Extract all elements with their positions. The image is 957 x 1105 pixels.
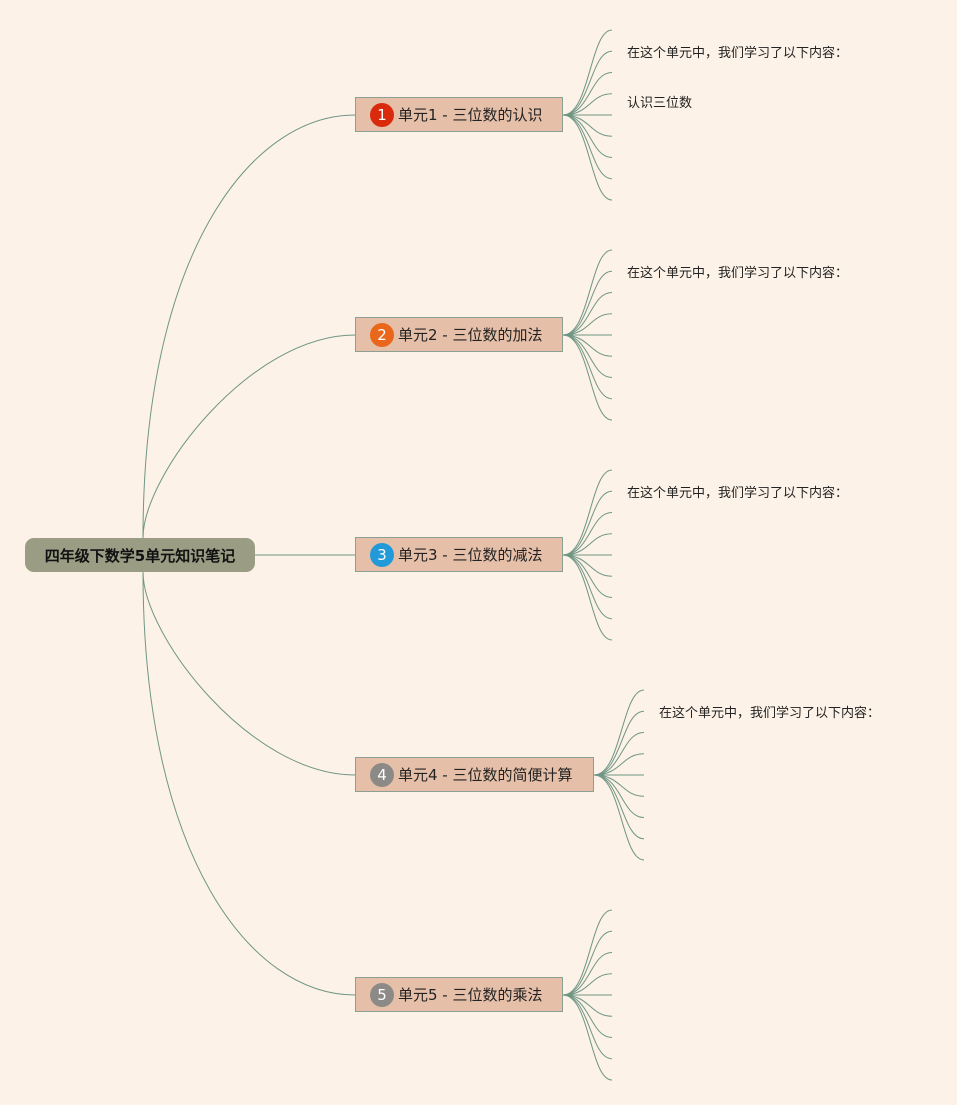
topic-unit-4[interactable]: 4 单元4 - 三位数的简便计算	[355, 757, 594, 792]
topic-unit-3[interactable]: 3 单元3 - 三位数的减法	[355, 537, 563, 572]
note-unit-2-intro[interactable]: 在这个单元中，我们学习了以下内容：	[627, 266, 849, 281]
branch-3-4	[562, 533, 613, 556]
note-unit-1-item[interactable]: 认识三位数	[627, 96, 693, 111]
branch-5-7	[562, 994, 613, 1038]
branch-4-7	[593, 774, 645, 818]
number-4-icon: 4	[370, 762, 394, 787]
branch-2-3	[562, 292, 613, 336]
branch-5-9	[562, 994, 613, 1081]
connector-root-topic-1	[142, 114, 356, 539]
root-topic-label: 四年级下数学5单元知识笔记	[44, 546, 236, 565]
topic-label: 单元1 - 三位数的认识	[398, 106, 543, 124]
branch-5-2	[562, 930, 613, 996]
branch-1-1	[562, 29, 613, 116]
connector-root-topic-5	[142, 571, 356, 996]
branch-5-3	[562, 952, 613, 996]
branch-2-9	[562, 334, 613, 421]
branch-2-2	[562, 270, 613, 336]
connector-root-topic-2	[142, 334, 356, 539]
topic-label: 单元3 - 三位数的减法	[398, 546, 543, 564]
branch-3-3	[562, 512, 613, 556]
branch-4-2	[593, 710, 645, 776]
branch-1-4	[562, 93, 613, 116]
branch-5-1	[562, 909, 613, 996]
branch-4-1	[593, 689, 645, 776]
branch-3-1	[562, 469, 613, 556]
branch-4-4	[593, 753, 645, 776]
topic-label: 单元5 - 三位数的乘法	[398, 986, 543, 1004]
branch-4-9	[593, 774, 645, 861]
note-unit-3-intro[interactable]: 在这个单元中，我们学习了以下内容：	[627, 486, 849, 501]
note-unit-4-intro[interactable]: 在这个单元中，我们学习了以下内容：	[659, 706, 881, 721]
branch-2-7	[562, 334, 613, 378]
number-3-icon: 3	[370, 542, 394, 567]
branch-3-2	[562, 490, 613, 556]
branch-1-9	[562, 114, 613, 201]
branch-5-4	[562, 973, 613, 996]
branch-2-1	[562, 249, 613, 336]
topic-unit-5[interactable]: 5 单元5 - 三位数的乘法	[355, 977, 563, 1012]
topic-unit-1[interactable]: 1 单元1 - 三位数的认识	[355, 97, 563, 132]
topic-label: 单元2 - 三位数的加法	[398, 326, 543, 344]
branch-2-4	[562, 313, 613, 336]
root-topic[interactable]: 四年级下数学5单元知识笔记	[25, 538, 255, 572]
topic-unit-2[interactable]: 2 单元2 - 三位数的加法	[355, 317, 563, 352]
number-2-icon: 2	[370, 322, 394, 347]
number-1-icon: 1	[370, 102, 394, 127]
branch-1-2	[562, 50, 613, 116]
branch-3-9	[562, 554, 613, 641]
branch-3-7	[562, 554, 613, 598]
number-5-icon: 5	[370, 982, 394, 1007]
connector-root-topic-4	[142, 571, 356, 776]
note-unit-1-intro[interactable]: 在这个单元中，我们学习了以下内容：	[627, 46, 849, 61]
branch-1-7	[562, 114, 613, 158]
branch-1-3	[562, 72, 613, 116]
branch-4-3	[593, 732, 645, 776]
topic-label: 单元4 - 三位数的简便计算	[398, 766, 573, 784]
